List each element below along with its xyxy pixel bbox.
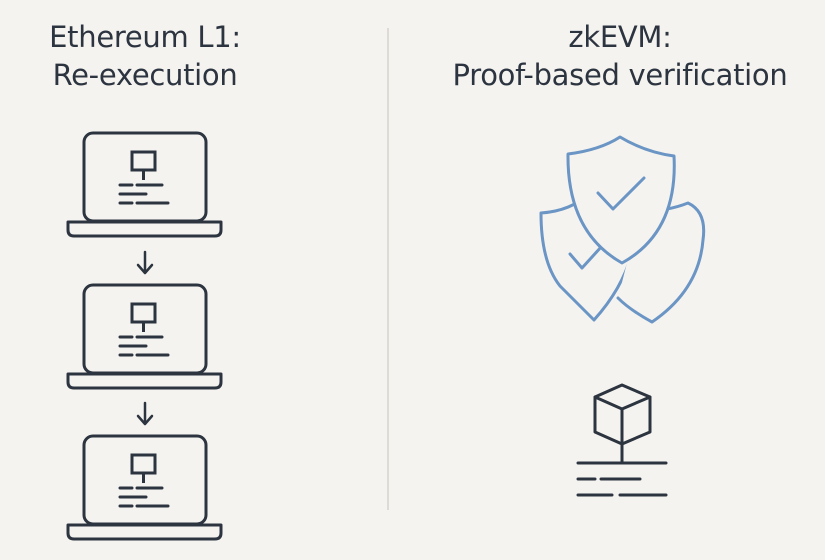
right-title-line1: zkEVM:: [568, 20, 672, 54]
laptop-icon: [66, 434, 223, 541]
arrow-down-icon: [136, 250, 154, 275]
right-title-line2: Proof-based verification: [452, 58, 788, 92]
arrow-down-icon: [136, 401, 154, 426]
shield-check-icon: [539, 135, 706, 324]
cube-icon: [576, 383, 668, 497]
right-panel-title: zkEVM: Proof-based verification: [420, 18, 820, 94]
laptop-icon: [66, 283, 223, 390]
panel-divider: [387, 28, 389, 510]
left-title-line1: Ethereum L1:: [49, 20, 241, 54]
left-title-line2: Re-execution: [52, 58, 238, 92]
left-panel-title: Ethereum L1: Re-execution: [12, 18, 278, 94]
laptop-icon: [66, 131, 223, 238]
